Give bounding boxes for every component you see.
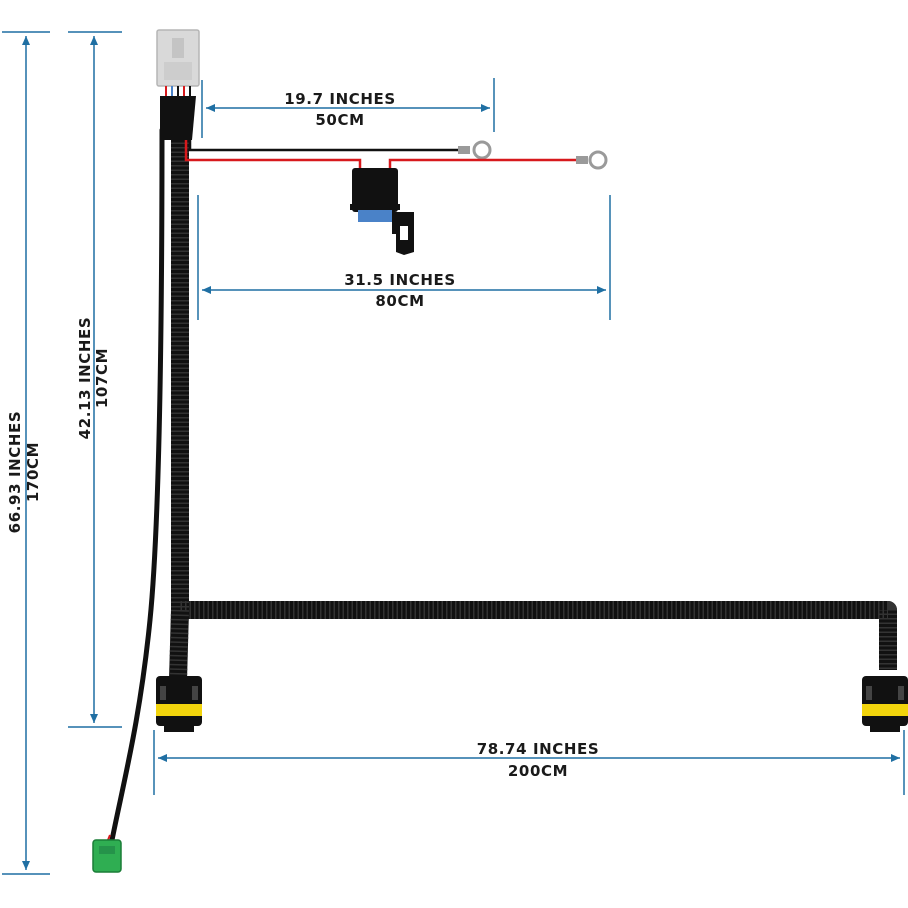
dimension-ring-short: 19.7 INCHES 50CM [201, 78, 495, 138]
lamp-socket-right [862, 676, 908, 732]
ring-wire-black [188, 140, 470, 154]
total-height-inches-label: 66.93 INCHES [6, 411, 24, 534]
lamp-span-inches-label: 78.74 INCHES [477, 740, 600, 758]
ring-wire-red [184, 140, 588, 172]
ring-terminal-black [472, 140, 492, 160]
ring-terminal-red [588, 150, 608, 170]
inline-fuse-holder [350, 168, 414, 255]
ring-long-inches-label: 31.5 INCHES [344, 271, 456, 289]
lamp-drop-inches-label: 42.13 INCHES [76, 317, 94, 440]
ring-short-cm-label: 50CM [315, 111, 364, 129]
main-harness-plug [156, 29, 200, 140]
dimension-lamp-drop: 42.13 INCHES 107CM [68, 31, 122, 728]
switch-connector [92, 834, 122, 873]
dimension-lamp-span: 78.74 INCHES 200CM [153, 730, 905, 795]
lamp-drop-cm-label: 107CM [93, 348, 111, 408]
dimension-total-height: 66.93 INCHES 170CM [2, 31, 50, 875]
ring-short-inches-label: 19.7 INCHES [284, 90, 396, 108]
corrugated-loom [169, 138, 897, 681]
switch-cable [109, 127, 165, 843]
ring-long-cm-label: 80CM [375, 292, 424, 310]
lamp-socket-left [156, 676, 202, 732]
lamp-span-cm-label: 200CM [508, 762, 568, 780]
dimension-ring-long: 31.5 INCHES 80CM [197, 195, 611, 320]
total-height-cm-label: 170CM [24, 442, 42, 502]
